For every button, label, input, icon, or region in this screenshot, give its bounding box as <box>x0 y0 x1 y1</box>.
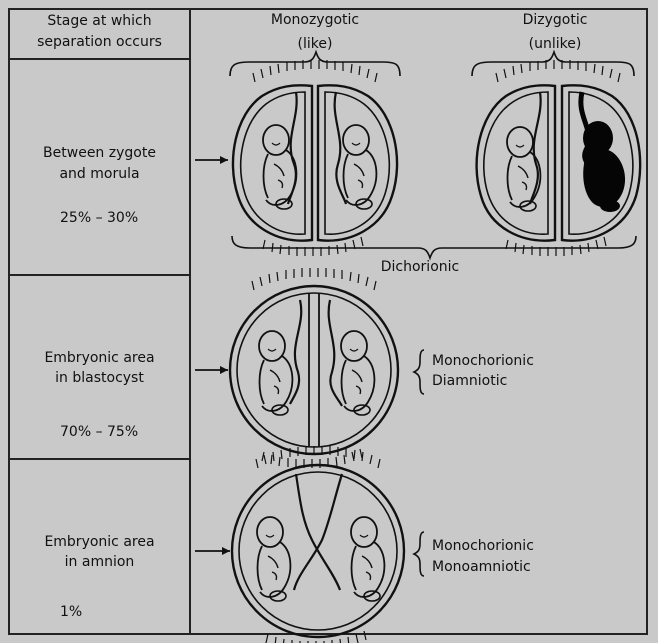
row-3-cell <box>8 458 191 635</box>
dizygotic-subtitle: (unlike) <box>528 36 582 52</box>
dichorionic-label: Dichorionic <box>380 259 460 275</box>
row-1-label-line1: Between zygote <box>43 145 156 161</box>
monozygotic-dichorionic-pair <box>195 49 401 257</box>
monochorionic-monoamniotic <box>195 445 425 643</box>
row-2-label-line1: Embryonic area <box>44 350 155 366</box>
row-3-label-line1: Embryonic area <box>44 534 155 550</box>
row-2-result-line2: Diamniotic <box>432 373 508 389</box>
row-2-label-line2: in blastocyst <box>55 370 144 386</box>
row-3-result-line2: Monoamniotic <box>432 559 531 575</box>
monozygotic-title: Monozygotic <box>270 12 360 28</box>
monochorionic-diamniotic <box>195 267 425 469</box>
stage-header-line1: Stage at which <box>47 13 152 29</box>
row-1-percent: 25% – 30% <box>60 210 139 226</box>
stage-header-line2: separation occurs <box>37 34 162 50</box>
dizygotic-pair <box>231 49 642 261</box>
row-2-result-line1: Monochorionic <box>432 353 534 369</box>
row-3-result-line1: Monochorionic <box>432 538 534 554</box>
row-3-label-line2: in amnion <box>64 554 135 570</box>
row-2-percent: 70% – 75% <box>60 424 139 440</box>
dizygotic-title: Dizygotic <box>522 12 588 28</box>
row-3-percent: 1% <box>60 604 83 620</box>
monozygotic-subtitle: (like) <box>297 36 333 52</box>
row-1-label-line2: and morula <box>59 166 140 182</box>
